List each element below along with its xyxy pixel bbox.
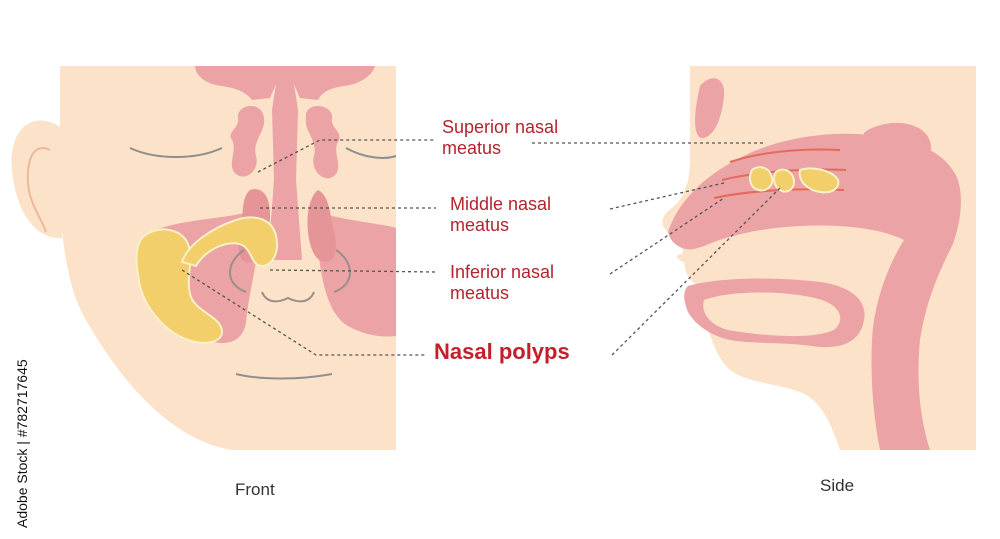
ethmoid-left [230,105,265,177]
nasal-septum [268,84,302,260]
front-view [11,66,397,450]
ethmoid-right [305,105,340,179]
leader-lines [181,139,781,356]
front-eye-right [345,147,397,159]
front-polyp-arm [180,216,278,268]
label-middle-line2: meatus [450,215,510,235]
leader-middle-side [609,182,725,210]
front-eye-left [129,147,223,158]
front-mouth [235,373,333,380]
side-polyp-2 [772,168,796,193]
label-inferior-line2: meatus [450,283,510,303]
side-polyp-1 [749,166,774,192]
front-polyp [135,228,224,344]
label-inferior-nasal-meatus: Inferior nasal meatus [450,262,554,304]
caption-front: Front [235,480,275,499]
label-superior-line2: meatus [442,138,502,158]
label-middle-line1: Middle nasal [450,194,552,214]
label-superior-line1: Superior nasal [442,117,559,137]
caption-side: Side [820,476,855,495]
maxillary-right [316,212,396,337]
side-palate [676,236,884,265]
side-polyp-3 [798,167,840,194]
label-inferior-line1: Inferior nasal [450,262,555,282]
label-middle-nasal-meatus: Middle nasal meatus [450,194,551,236]
front-ear [11,120,62,239]
leader-inferior-front [269,269,437,273]
stock-credit: Adobe Stock | #782717645 [14,359,30,528]
side-nasal-cavity [668,133,961,451]
side-frontal [695,78,725,139]
leader-polyps-front [181,269,426,356]
leader-inferior-side [609,197,725,275]
label-nasal-polyps: Nasal polyps [434,339,570,364]
nostrils [261,291,315,303]
side-view [662,66,976,451]
nose-outline [229,249,351,293]
frontal-sinus [195,66,375,100]
side-turbinate-1 [729,148,841,163]
side-tongue [703,292,841,337]
front-ear-curve [26,147,51,233]
side-sphenoid [862,122,931,168]
label-superior-nasal-meatus: Superior nasal meatus [442,117,558,159]
